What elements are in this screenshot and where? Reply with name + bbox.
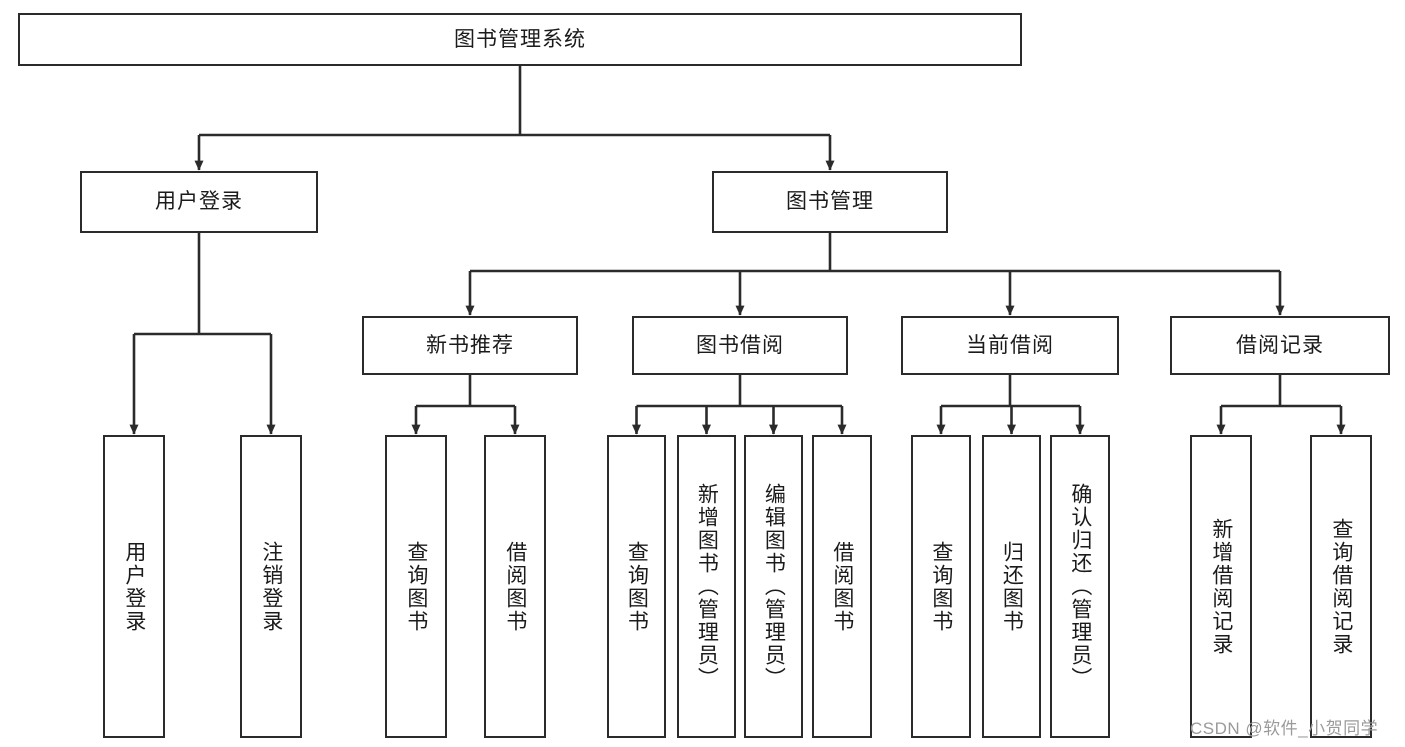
node-label: 图书管理系统 [454, 27, 586, 51]
node-label: 图书管理 [786, 190, 874, 214]
node-label: 查询图书 [625, 540, 649, 633]
node-label: 新增图书（管理员） [695, 483, 719, 690]
node-leaf-borrow-query[interactable]: 查询图书 [607, 435, 666, 738]
node-label: 用户登录 [122, 540, 146, 633]
node-login[interactable]: 用户登录 [80, 171, 318, 233]
node-leaf-rec-add[interactable]: 新增借阅记录 [1190, 435, 1252, 738]
watermark-label: CSDN @软件_小贺同学 [1190, 719, 1379, 738]
node-label: 查询图书 [929, 540, 953, 633]
node-leaf-borrow-add[interactable]: 新增图书（管理员） [677, 435, 736, 738]
node-label: 当前借阅 [966, 333, 1054, 357]
node-label: 查询借阅记录 [1329, 517, 1353, 656]
node-label: 用户登录 [155, 190, 243, 214]
node-records[interactable]: 借阅记录 [1170, 316, 1390, 375]
node-label: 借阅图书 [503, 540, 527, 633]
node-label: 借阅图书 [830, 540, 854, 633]
node-leaf-new-query[interactable]: 查询图书 [385, 435, 447, 738]
node-label: 新书推荐 [426, 333, 514, 357]
node-leaf-borrow-lend[interactable]: 借阅图书 [812, 435, 872, 738]
node-bookmgmt[interactable]: 图书管理 [712, 171, 948, 233]
node-newbook[interactable]: 新书推荐 [362, 316, 578, 375]
node-leaf-cur-query[interactable]: 查询图书 [911, 435, 971, 738]
node-leaf-borrow-edit[interactable]: 编辑图书（管理员） [744, 435, 803, 738]
node-leaf-rec-query[interactable]: 查询借阅记录 [1310, 435, 1372, 738]
node-root[interactable]: 图书管理系统 [18, 13, 1022, 66]
node-label: 图书借阅 [696, 333, 784, 357]
node-leaf-new-borrow[interactable]: 借阅图书 [484, 435, 546, 738]
node-label: 新增借阅记录 [1209, 517, 1233, 656]
node-current[interactable]: 当前借阅 [901, 316, 1119, 375]
node-label: 确认归还（管理员） [1068, 483, 1092, 690]
node-leaf-cur-confirm[interactable]: 确认归还（管理员） [1050, 435, 1110, 738]
node-label: 编辑图书（管理员） [762, 483, 786, 690]
node-label: 注销登录 [259, 540, 283, 633]
node-label: 借阅记录 [1236, 333, 1324, 357]
node-leaf-cur-return[interactable]: 归还图书 [982, 435, 1041, 738]
node-borrow[interactable]: 图书借阅 [632, 316, 848, 375]
node-leaf-user-login[interactable]: 用户登录 [103, 435, 165, 738]
node-label: 归还图书 [1000, 540, 1024, 633]
node-label: 查询图书 [404, 540, 428, 633]
node-leaf-user-logout[interactable]: 注销登录 [240, 435, 302, 738]
